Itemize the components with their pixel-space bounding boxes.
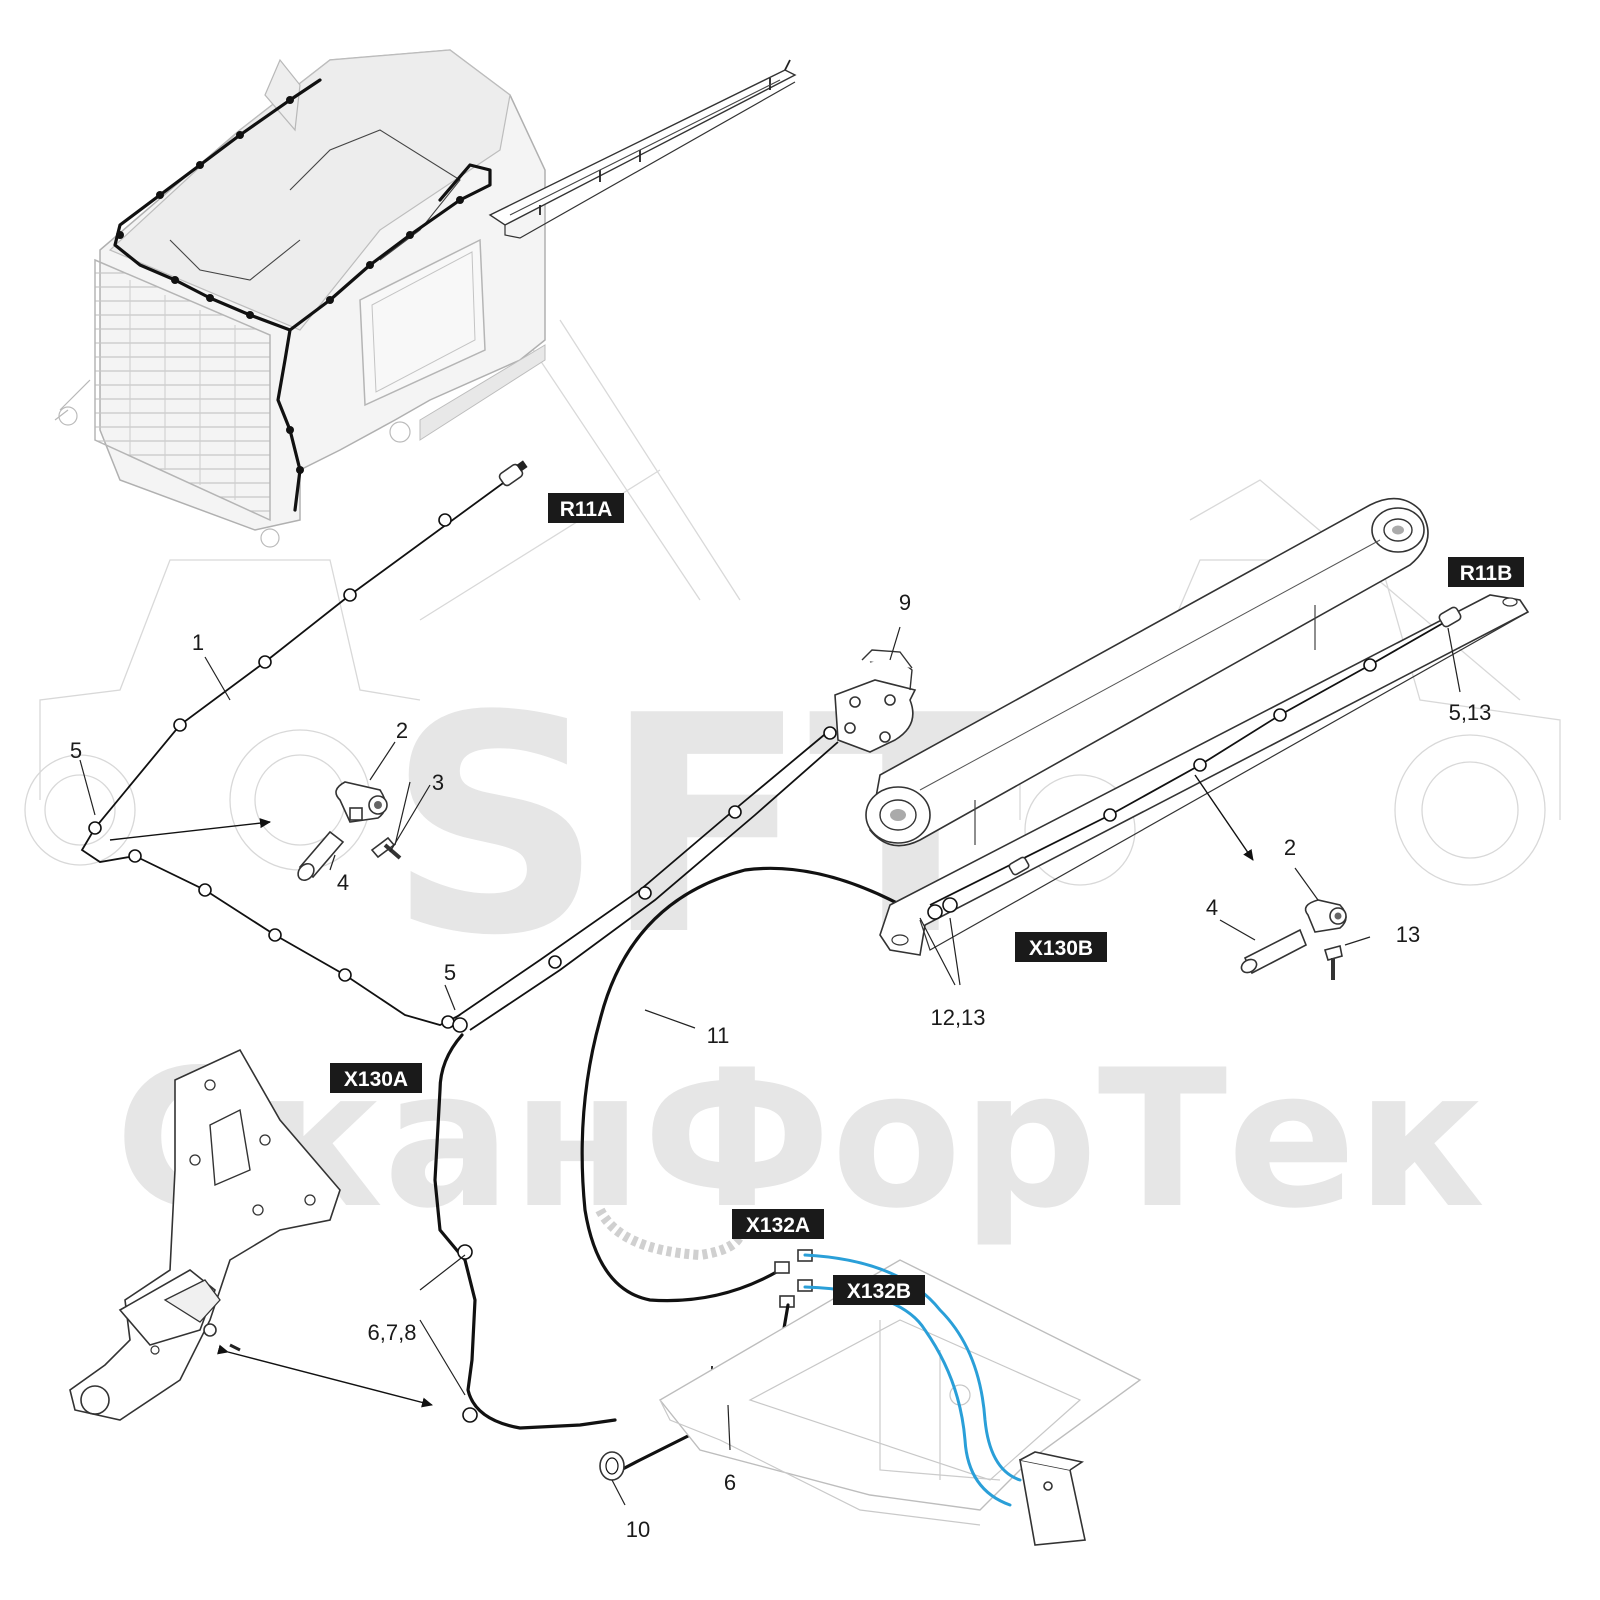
callout-13: 13 xyxy=(1396,922,1420,947)
double-arrow xyxy=(217,1344,433,1408)
callout-10: 10 xyxy=(626,1517,650,1542)
clamp-parts-right xyxy=(1240,899,1347,980)
mounting-frame xyxy=(658,1259,1142,1526)
cab-roof-harness xyxy=(113,78,492,332)
p-clamp-icon xyxy=(335,781,388,823)
leader-lines xyxy=(79,626,1461,1506)
callout-2-left: 2 xyxy=(396,718,408,743)
sensor-bracket-r11b xyxy=(879,594,1530,956)
tag-r11b: R11B xyxy=(1448,557,1524,587)
lift-arm-bracket xyxy=(69,1048,341,1421)
position-sensor-icon xyxy=(118,1269,241,1355)
harness-x130a-branch xyxy=(433,726,839,1430)
callout-6: 6 xyxy=(724,1470,736,1495)
callout-12-13: 12,13 xyxy=(930,1005,985,1030)
tag-x130a: X130A xyxy=(330,1063,422,1093)
svg-text:X130B: X130B xyxy=(1029,937,1093,960)
tag-r11a: R11A xyxy=(548,493,624,523)
svg-text:R11A: R11A xyxy=(560,498,613,521)
callout-4-left: 4 xyxy=(337,870,349,895)
r11a-sensor-icon xyxy=(498,460,528,487)
connector-tags: R11A R11B X130A X130B X132A X132B xyxy=(330,493,1524,1305)
sensor-plate-9-icon xyxy=(834,649,917,753)
callout-5-left: 5 xyxy=(70,738,82,763)
cable-11 xyxy=(580,866,912,1303)
callout-5-mid: 5 xyxy=(444,960,456,985)
callout-4-right: 4 xyxy=(1206,895,1218,920)
callout-6-7-8: 6,7,8 xyxy=(368,1320,417,1345)
callout-9: 9 xyxy=(899,590,911,615)
svg-text:X132B: X132B xyxy=(847,1280,911,1303)
callout-3: 3 xyxy=(432,770,444,795)
svg-text:X132A: X132A xyxy=(746,1214,810,1237)
callout-5-13: 5,13 xyxy=(1449,700,1492,725)
callout-1: 1 xyxy=(192,630,204,655)
tag-x132a: X132A xyxy=(732,1209,824,1239)
callout-numbers: 1 2 3 4 5 5 9 5,13 2 4 13 12,13 11 6,7,8… xyxy=(70,590,1492,1542)
harness-clips-left xyxy=(88,513,455,1029)
svg-text:X130A: X130A xyxy=(344,1068,408,1091)
cab-drop-harness xyxy=(276,328,302,512)
cab-front-grille xyxy=(94,258,271,522)
clamp-parts-left xyxy=(297,781,402,882)
tag-x132b: X132B xyxy=(833,1275,925,1305)
callout-2-right: 2 xyxy=(1284,835,1296,860)
spacer-tube-icon xyxy=(297,830,345,882)
cab-assembly xyxy=(54,49,797,548)
cab-harness-clips xyxy=(116,96,464,474)
callout-11: 11 xyxy=(707,1023,730,1048)
lift-arm xyxy=(865,497,1429,847)
tag-x130b: X130B xyxy=(1015,932,1107,962)
harness-r11a-branch xyxy=(80,460,528,1029)
grommet-10-icon xyxy=(599,1451,625,1481)
harness-clips-right xyxy=(927,658,1377,920)
valve-block-icon xyxy=(1019,1451,1086,1546)
p-clamp-right-icon xyxy=(1304,899,1347,933)
spacer-tube-right-icon xyxy=(1240,928,1308,975)
r11b-sensor-icon xyxy=(1008,606,1462,876)
cab-bracket-rail xyxy=(488,59,797,239)
svg-text:R11B: R11B xyxy=(1460,562,1513,585)
bolt-right-icon xyxy=(1323,945,1343,980)
harness-clips-middle xyxy=(452,726,837,1033)
